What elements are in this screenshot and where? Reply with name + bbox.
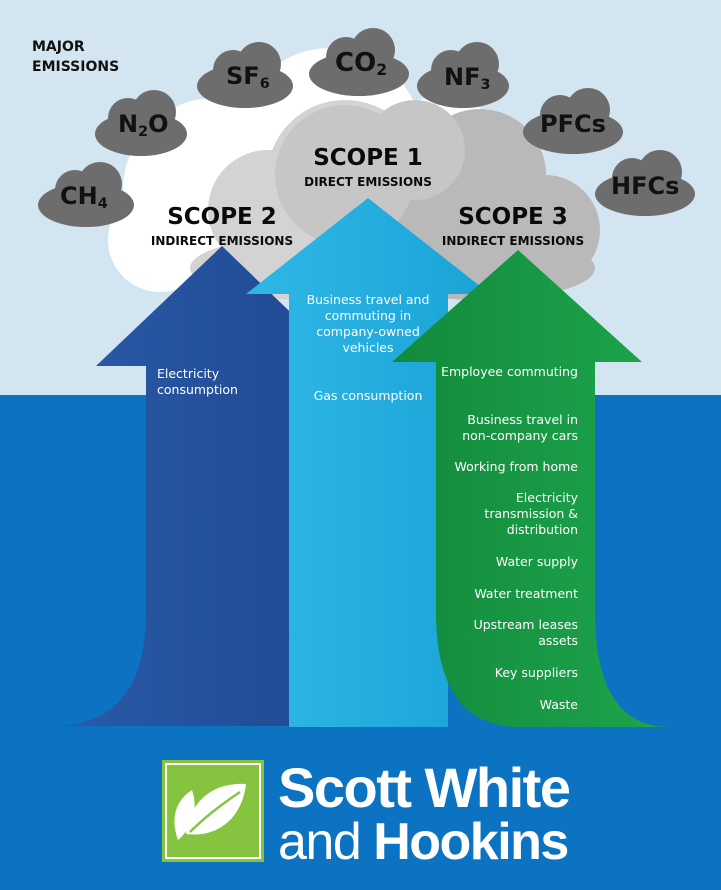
cloud-hfcs [595,150,695,216]
brand-line-2: and Hookins [278,812,569,872]
scope2-subtitle: INDIRECT EMISSIONS [150,234,294,248]
gas-clouds [38,28,695,227]
scope2-title: SCOPE 2 [167,204,277,230]
cloud-co2 [309,28,409,96]
scope3-item: Key suppliers [494,665,578,680]
scope3-item: Working from home [454,459,578,474]
scope1-item: Business travel and commuting in company… [306,292,430,355]
cloud-n2o [95,90,187,156]
scope3-arrow [392,250,670,727]
scope1-item: Gas consumption [313,388,423,403]
brand-and: and [278,813,374,871]
scope3-item: Waste [539,697,578,712]
scope3-item: Upstream leases assets [473,617,578,648]
scope2-arrow [52,246,346,726]
gas-label-n2o: N2O [118,110,169,140]
brand-line-1: Scott White [278,756,571,819]
gas-label-ch4: CH4 [60,182,108,212]
major-emissions-heading: MAJOR EMISSIONS [32,39,120,75]
scope3-item: Water supply [495,554,578,569]
gas-label-nf3: NF3 [444,63,491,93]
cloud-nf3 [417,42,509,108]
scope3-subtitle: INDIRECT EMISSIONS [441,234,585,248]
brand-hookins: Hookins [373,813,569,871]
scope3-title: SCOPE 3 [458,204,568,230]
logo-mark [162,760,264,862]
gas-label-sf6: SF6 [226,62,270,92]
scope3-item: Business travel in non-company cars [462,412,578,443]
scope2-item: Electricity consumption [157,366,238,397]
scope3-item: Water treatment [474,586,578,601]
scope1-subtitle: DIRECT EMISSIONS [304,175,432,189]
scope3-item: Electricity transmission & distribution [484,490,578,537]
gas-label-pfcs: PFCs [540,110,606,138]
cloud-pfcs [523,88,623,154]
cloud-sf6 [197,42,293,108]
scope3-item: Employee commuting [441,364,578,379]
scope1-title: SCOPE 1 [313,145,423,171]
gas-label-hfcs: HFCs [611,172,680,200]
gas-label-co2: CO2 [335,48,388,79]
cloud-ch4 [38,162,134,227]
